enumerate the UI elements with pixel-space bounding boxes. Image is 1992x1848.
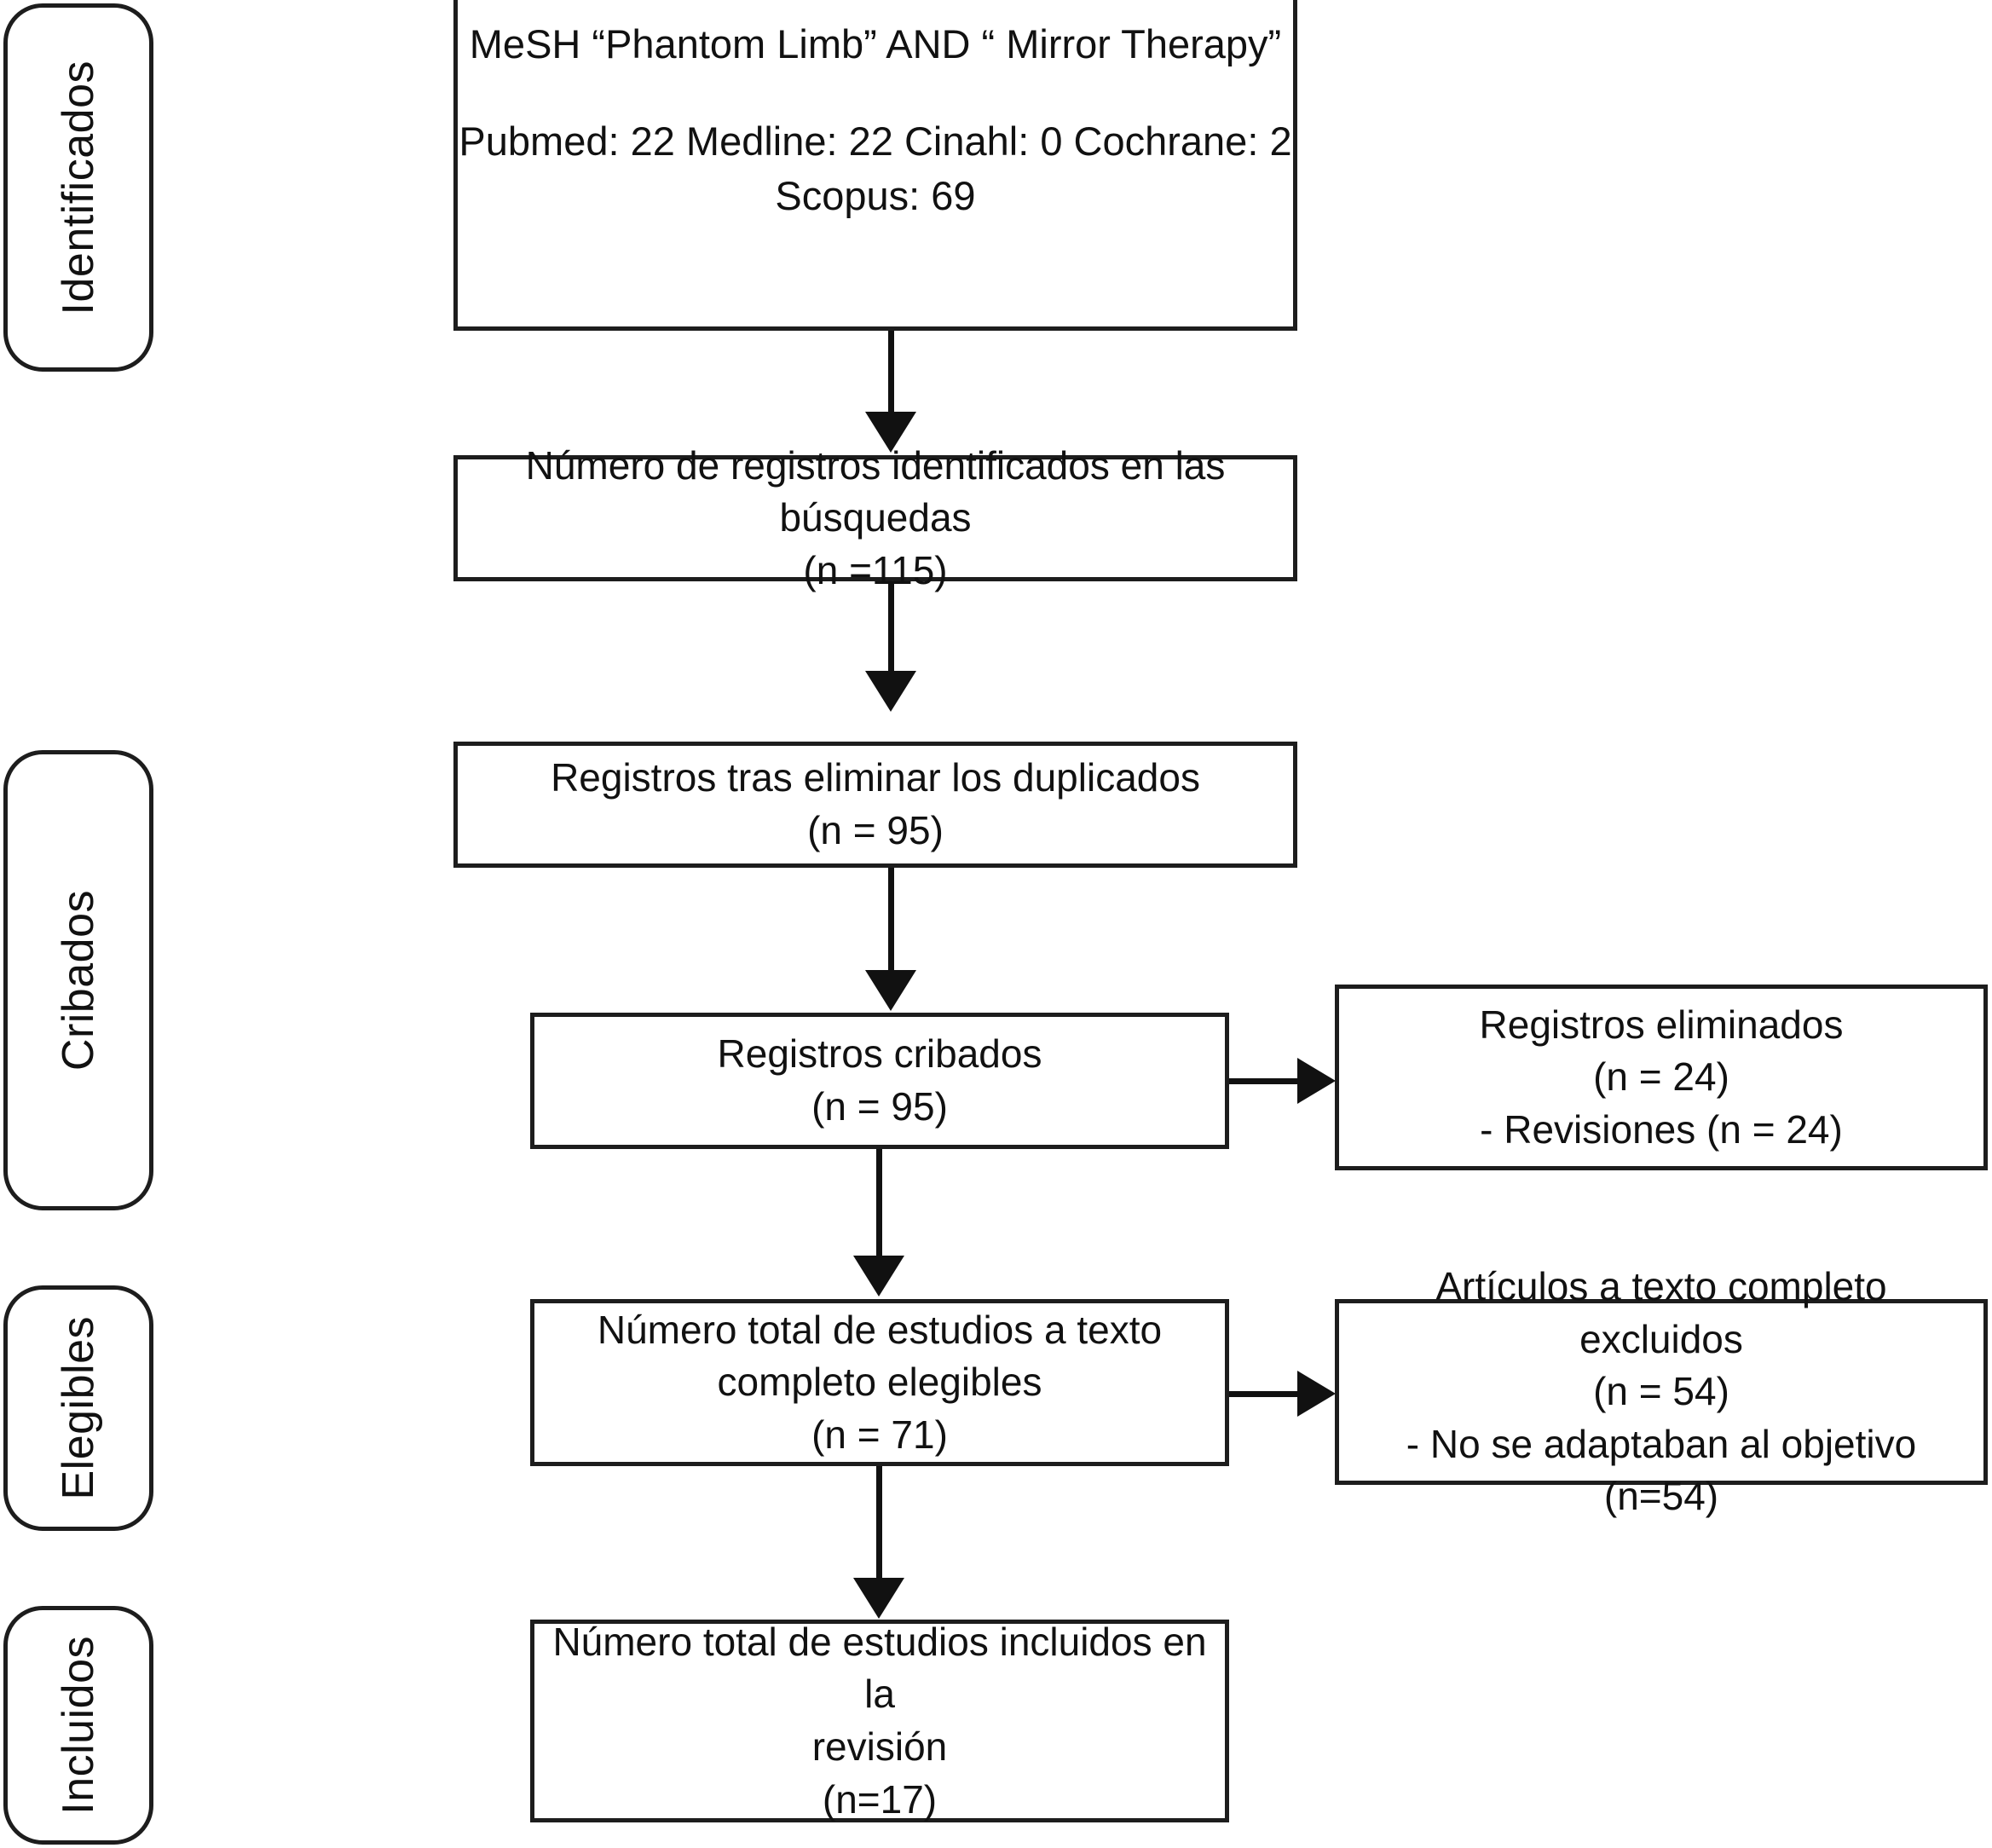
deduplicated-records-box: Registros tras eliminar los duplicados (… <box>453 742 1297 868</box>
screened-excluded-box: Registros eliminados (n = 24) - Revision… <box>1335 985 1988 1170</box>
connector-line-deduplicated-to-screened <box>888 868 894 974</box>
arrow-eligible-to-fulltext-excluded <box>1297 1371 1336 1417</box>
screened-records-text: Registros cribados (n = 95) <box>717 1031 1042 1129</box>
eligible-studies-box: Número total de estudios a texto complet… <box>530 1299 1229 1466</box>
stage-box-elegibles: Elegibles <box>3 1285 153 1531</box>
connector-line-eligible-to-fulltext-excluded <box>1229 1391 1323 1397</box>
arrow-screened-to-eligible <box>853 1256 904 1296</box>
stage-label-incluidos: Incluidos <box>54 1636 103 1815</box>
stage-box-cribados: Cribados <box>3 750 153 1210</box>
fulltext-excluded-box: Artículos a texto completo excluidos (n … <box>1335 1264 1988 1518</box>
connector-line-screened-to-eligible <box>876 1149 882 1260</box>
stage-label-identificados: Identificados <box>54 60 103 315</box>
eligible-studies-text: Número total de estudios a texto complet… <box>597 1307 1163 1457</box>
identified-records-text: Número de registros identificados en las… <box>525 442 1226 592</box>
stage-label-elegibles: Elegibles <box>54 1316 103 1500</box>
connector-line-screened-to-excluded <box>1229 1078 1323 1084</box>
included-studies-text: Número total de estudios incluidos en la… <box>552 1619 1207 1822</box>
arrow-search-to-identified <box>865 412 916 453</box>
search-strategy-box: MeSH “Phantom Limb” AND “ Mirror Therapy… <box>453 0 1297 331</box>
arrow-deduplicated-to-screened <box>865 970 916 1011</box>
arrow-eligible-to-included <box>853 1578 904 1619</box>
search-source-counts: Pubmed: 22 Medline: 22 Cinahl: 0 Cochran… <box>459 118 1292 218</box>
connector-line-search-to-identified <box>888 331 894 416</box>
stage-label-cribados: Cribados <box>54 889 103 1071</box>
screened-records-box: Registros cribados (n = 95) <box>530 1013 1229 1149</box>
included-studies-box: Número total de estudios incluidos en la… <box>530 1620 1229 1822</box>
fulltext-excluded-text: Artículos a texto completo excluidos (n … <box>1406 1263 1917 1519</box>
search-strategy-title: MeSH “Phantom Limb” AND “ Mirror Therapy… <box>469 21 1282 66</box>
arrow-identified-to-deduplicated <box>865 671 916 712</box>
screened-excluded-text: Registros eliminados (n = 24) - Revision… <box>1479 1002 1844 1152</box>
stage-box-incluidos: Incluidos <box>3 1606 153 1845</box>
connector-line-identified-to-deduplicated <box>888 581 894 675</box>
stage-box-identificados: Identificados <box>3 3 153 372</box>
deduplicated-records-text: Registros tras eliminar los duplicados (… <box>551 755 1200 852</box>
arrow-screened-to-excluded <box>1297 1058 1336 1104</box>
connector-line-eligible-to-included <box>876 1466 882 1582</box>
identified-records-box: Número de registros identificados en las… <box>453 443 1297 592</box>
